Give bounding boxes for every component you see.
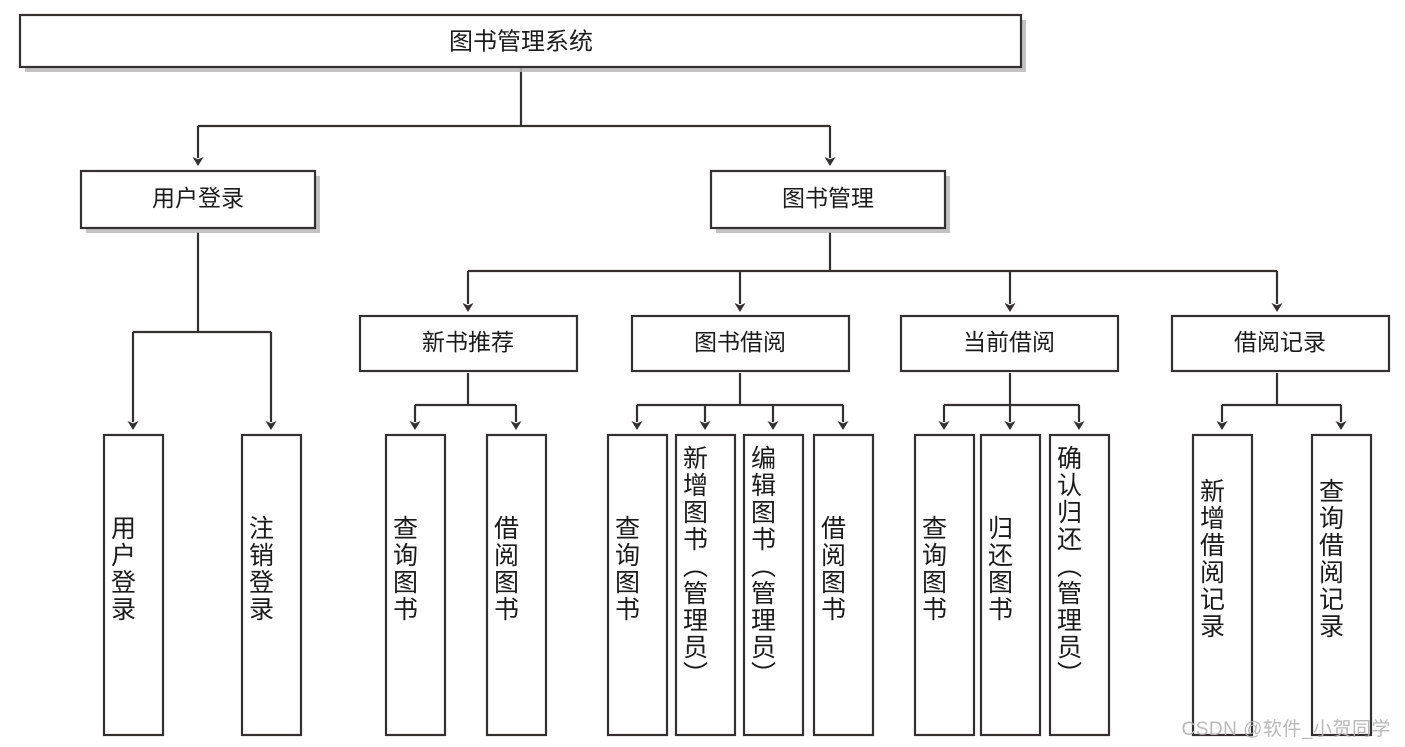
leaf-box-edit-book[interactable] [742,433,805,737]
node-book-borrow[interactable]: 图书借阅 [630,314,851,373]
node-borrow-record[interactable]: 借阅记录 [1170,314,1391,373]
leaf-box-query-book-1[interactable] [384,433,447,737]
connector-group-book-manage [462,232,1283,312]
leaf-box-query-book-3[interactable] [913,433,976,737]
connector-group-user-login [127,232,277,430]
node-borrow-record-label: 借阅记录 [1234,329,1326,355]
connector-group-book-borrow [631,373,849,430]
leaf-box-user-login[interactable] [102,433,165,737]
node-current-borrow[interactable]: 当前借阅 [899,314,1120,373]
leaf-box-return-book[interactable] [979,433,1042,737]
node-new-book-recommend-label: 新书推荐 [422,329,514,355]
connector-group-root [192,68,836,166]
leaf-box-borrow-book-1[interactable] [485,433,548,737]
watermark-text: CSDN @软件_小贺同学 [1181,719,1391,740]
leaf-box-query-book-2[interactable] [606,433,669,737]
leaf-box-logout-login[interactable] [240,433,303,737]
connector-group-current-borrow [938,373,1085,430]
node-title-label: 图书管理系统 [449,28,593,55]
leaf-box-borrow-book-2[interactable] [812,433,875,737]
node-book-manage-label: 图书管理 [782,185,874,211]
node-book-borrow-label: 图书借阅 [694,329,786,355]
node-new-book-recommend[interactable]: 新书推荐 [358,314,579,373]
node-user-login-label: 用户登录 [152,185,244,211]
node-current-borrow-label: 当前借阅 [963,329,1055,355]
connector-group-borrow-record [1216,373,1347,430]
leaf-box-add-record[interactable] [1191,433,1254,737]
leaf-box-confirm-return[interactable] [1048,433,1111,737]
node-title-box[interactable]: 图书管理系统 [18,13,1026,72]
node-user-login[interactable]: 用户登录 [79,169,320,233]
leaf-box-query-record[interactable] [1310,433,1373,737]
leaf-box-add-book[interactable] [674,433,737,737]
node-book-manage[interactable]: 图书管理 [709,169,950,233]
connector-group-new-book-recommend [409,373,522,430]
